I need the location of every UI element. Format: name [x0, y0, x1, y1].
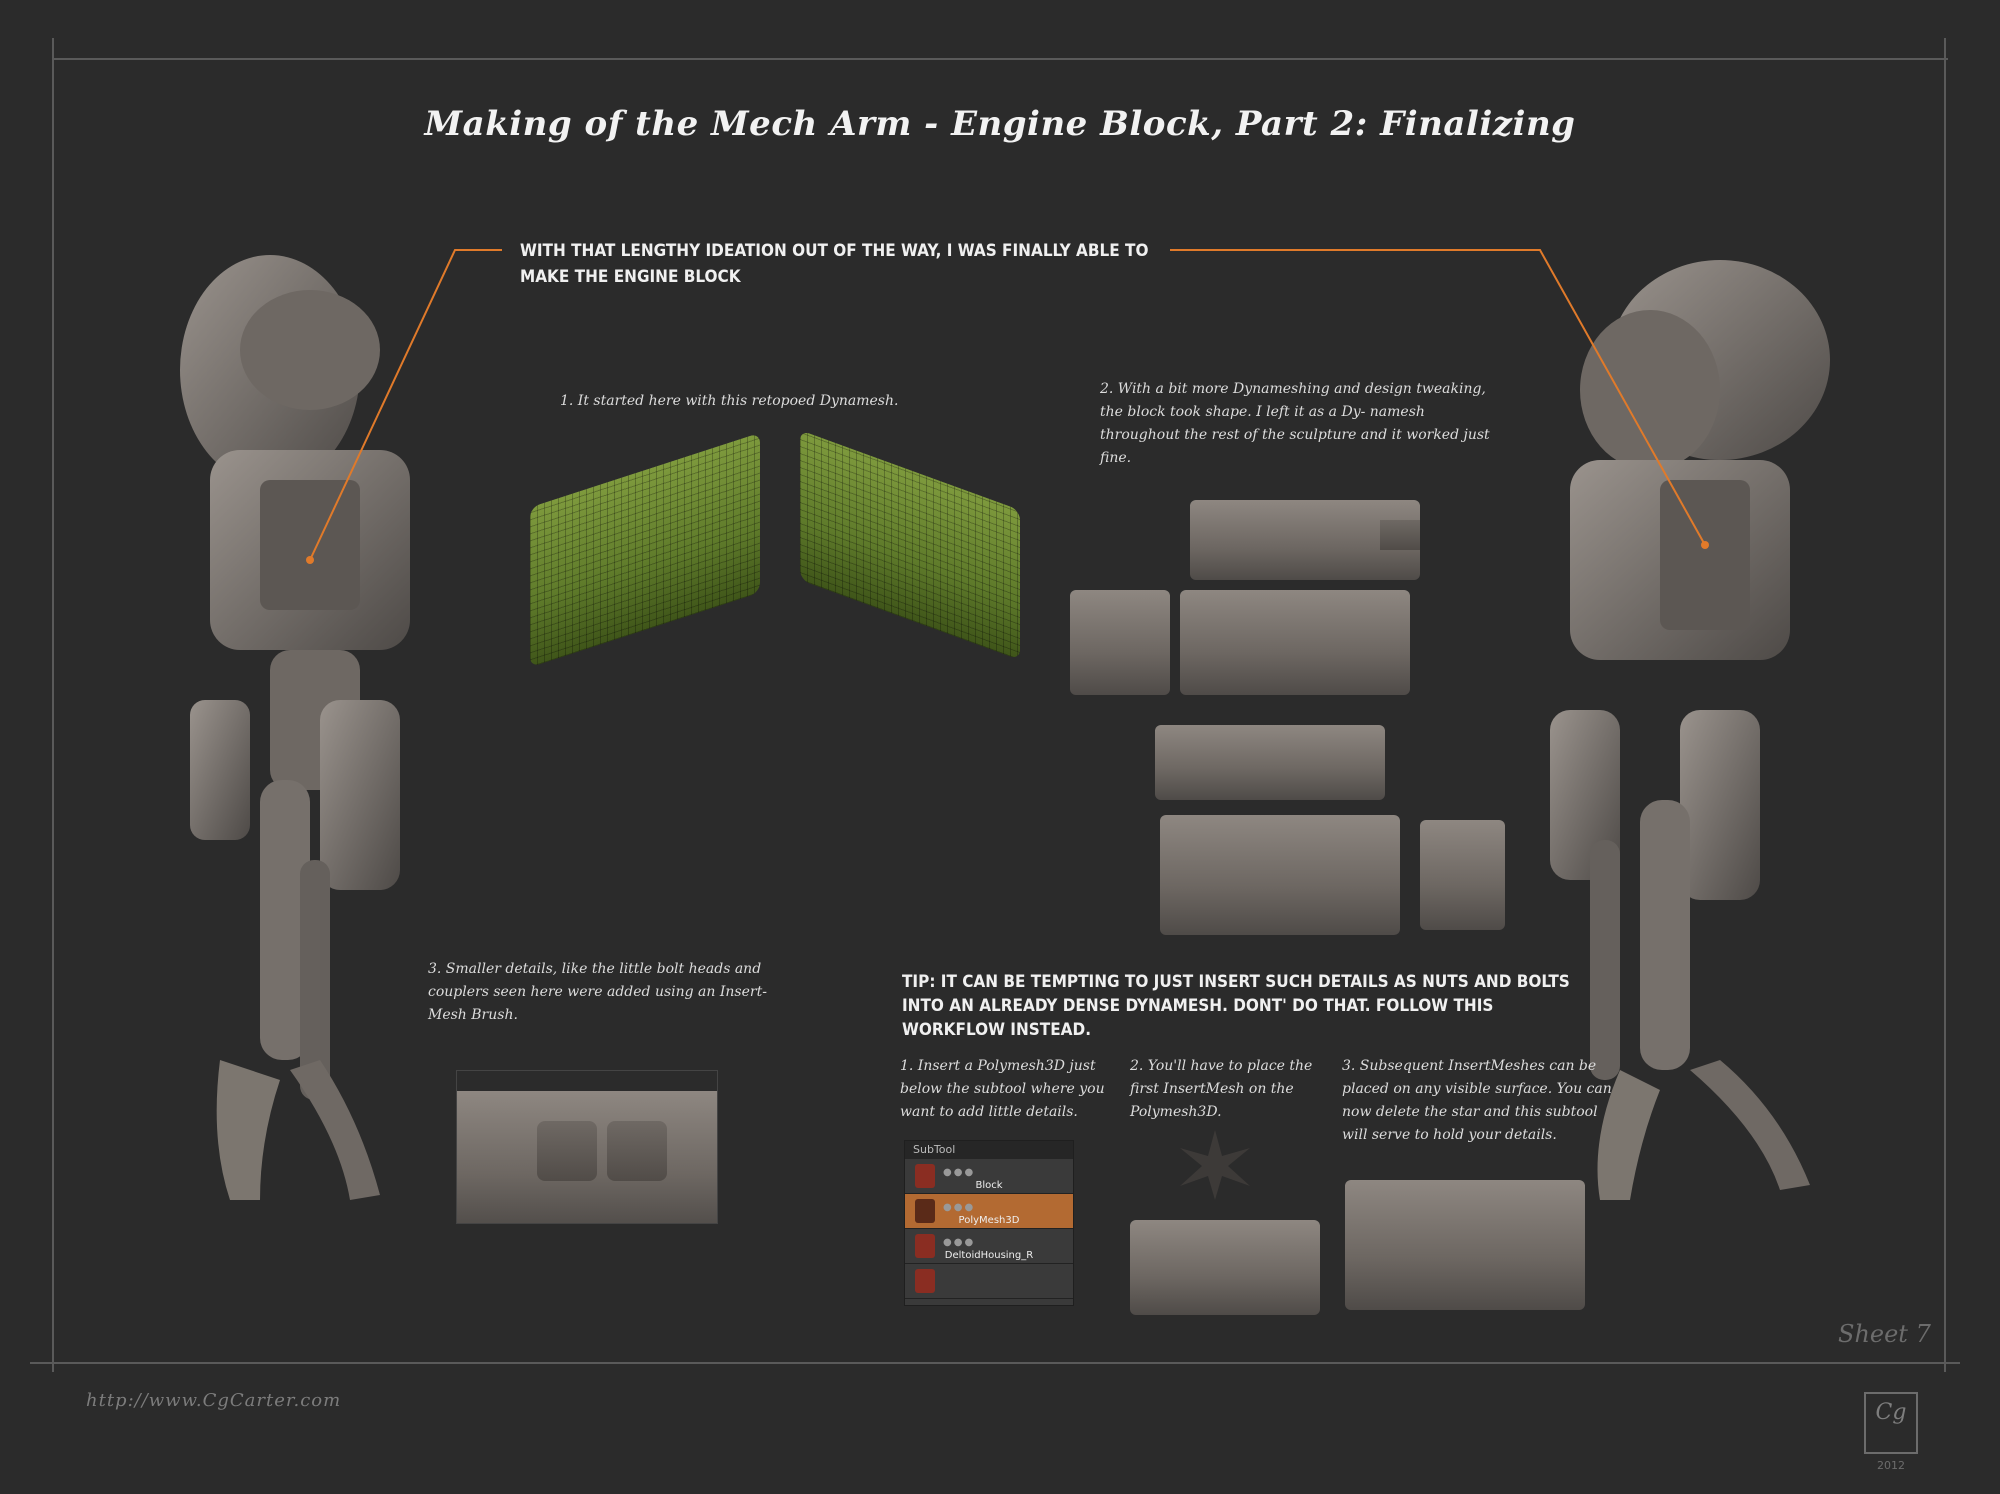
page-title: Making of the Mech Arm - Engine Block, P… [424, 104, 1576, 144]
website-link[interactable]: http://www.CgCarter.com [86, 1390, 342, 1411]
subtool-toggle-icons: ●●● [943, 1202, 976, 1213]
subtool-label: Block [975, 1180, 1003, 1191]
subtool-row-deltoidhousing[interactable]: ●●● DeltoidHousing_R [905, 1229, 1073, 1264]
intro-heading: WITH THAT LENGTHY IDEATION OUT OF THE WA… [520, 241, 1149, 287]
engine-block-end-view [1420, 820, 1505, 930]
engine-block-side-view [1070, 590, 1170, 695]
subtool-label: PolyMesh3D [958, 1215, 1020, 1226]
subtool-thumb [915, 1164, 935, 1188]
engine-block-with-first-insertmesh [1130, 1220, 1320, 1315]
subtool-row-next[interactable] [905, 1264, 1073, 1299]
cg-logo: Cg 2012 [1864, 1392, 1918, 1472]
engine-block-front-view [1180, 590, 1410, 695]
tip-step-2-note: 2. You'll have to place the first Insert… [1130, 1058, 1313, 1120]
step-3-note: 3. Smaller details, like the little bolt… [428, 961, 767, 1023]
subtool-thumb [915, 1234, 935, 1258]
mech-arm-right-render [1550, 260, 1830, 1200]
subtool-toggle-icons: ●●● [943, 1237, 976, 1248]
tip-step-1-note: 1. Insert a Polymesh3D just below the su… [900, 1058, 1105, 1120]
frame-left-line [52, 38, 54, 1372]
subtool-palette: SubTool ●●● Block ●●● PolyMesh3D ●●● Del… [904, 1140, 1074, 1306]
frame-right-line [1944, 38, 1946, 1372]
polymesh-star-icon [1180, 1130, 1250, 1200]
engine-block-top-tab [1380, 520, 1420, 550]
step-2-note: 2. With a bit more Dynameshing and desig… [1100, 381, 1490, 466]
subtool-toggle-icons: ●●● [943, 1167, 976, 1178]
engine-block-with-insertmeshes [1345, 1180, 1585, 1310]
step-1-note: 1. It started here with this retopoed Dy… [560, 393, 899, 409]
logo-mark: Cg [1875, 1400, 1907, 1425]
engine-block-back-view [1160, 815, 1400, 935]
subtool-label: DeltoidHousing_R [944, 1250, 1034, 1261]
tip-step-3-note: 3. Subsequent InsertMeshes can be placed… [1342, 1058, 1612, 1143]
subtool-header: SubTool [905, 1141, 1073, 1159]
insertmesh-detail-closeup [456, 1070, 718, 1224]
mech-arm-left-render [180, 255, 410, 1200]
sheet-number: Sheet 7 [1838, 1320, 1931, 1348]
subtool-row-polymesh3d[interactable]: ●●● PolyMesh3D [905, 1194, 1073, 1229]
subtool-thumb [915, 1199, 935, 1223]
subtool-row-block[interactable]: ●●● Block [905, 1159, 1073, 1194]
tip-heading: TIP: IT CAN BE TEMPTING TO JUST INSERT S… [902, 972, 1570, 1040]
frame-bottom-line [30, 1362, 1960, 1364]
subtool-thumb [915, 1269, 935, 1293]
engine-block-bottom-view [1155, 725, 1385, 800]
logo-year: 2012 [1877, 1459, 1905, 1472]
frame-top-line [52, 58, 1948, 60]
